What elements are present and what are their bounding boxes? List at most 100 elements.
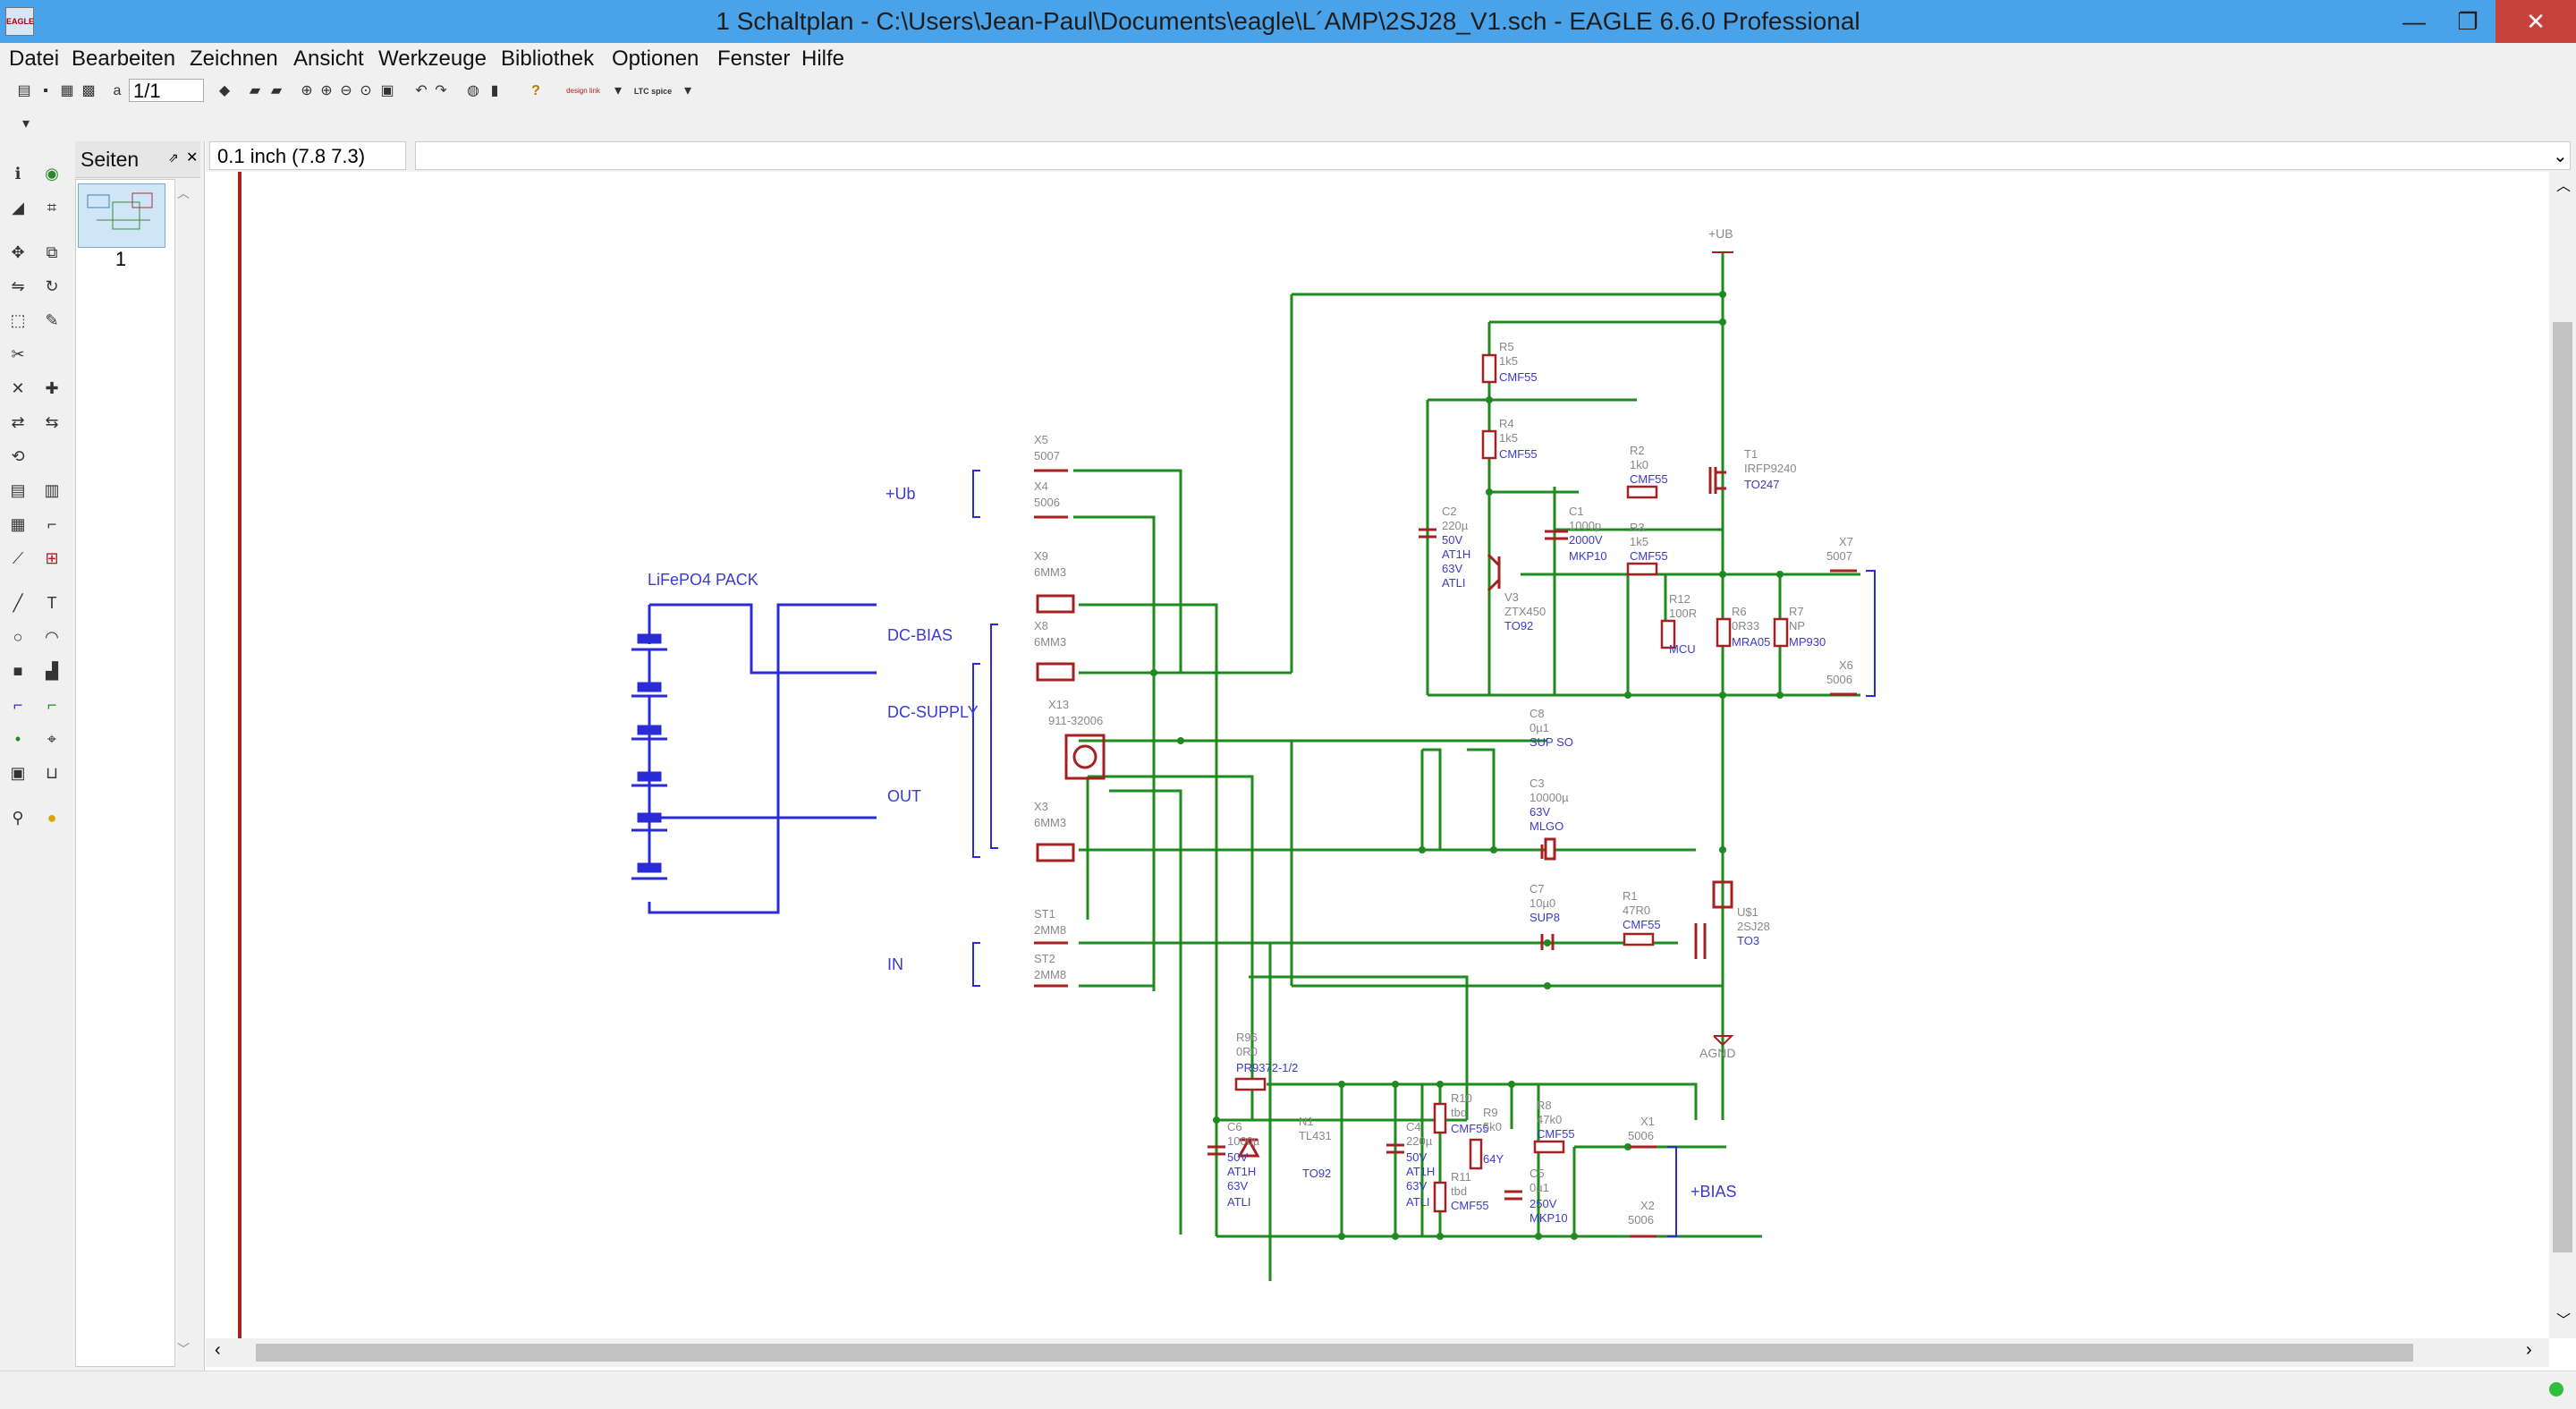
arc-icon[interactable]: ◠	[45, 628, 59, 646]
go-icon[interactable]: ▮	[490, 83, 499, 98]
undo-icon[interactable]: ↶	[415, 83, 428, 98]
horizontal-scroll-thumb[interactable]	[256, 1344, 2413, 1362]
paste-icon[interactable]: ✂	[11, 345, 25, 363]
change-icon[interactable]: ✎	[45, 311, 59, 329]
menu-bibliothek[interactable]: Bibliothek	[501, 47, 595, 71]
display-icon[interactable]: ◢	[12, 199, 24, 216]
show-icon[interactable]: ◉	[45, 165, 59, 182]
redo-icon[interactable]: ↷	[435, 83, 447, 98]
design-link-dropdown-icon[interactable]: ▾	[614, 83, 623, 98]
junction-icon[interactable]: •	[14, 730, 21, 748]
lock-icon[interactable]: a	[113, 83, 122, 98]
erc-icon[interactable]: ⚲	[12, 809, 24, 827]
pages-scroll-up-icon[interactable]: ︿	[177, 186, 190, 200]
schematic-drawing[interactable]: LiFePO4 PACK +Ub DC-BIAS DC-SUPPLY OUT I…	[206, 172, 2549, 1338]
zoom-select-icon[interactable]: ▣	[380, 83, 394, 98]
mirror-icon[interactable]: ⇋	[11, 277, 25, 295]
menu-hilfe[interactable]: Hilfe	[801, 47, 845, 71]
pinswap-icon[interactable]: ⇄	[11, 413, 25, 431]
vertical-scroll-thumb[interactable]	[2553, 322, 2572, 1252]
menu-ansicht[interactable]: Ansicht	[293, 47, 364, 71]
menu-werkzeuge[interactable]: Werkzeuge	[378, 47, 487, 71]
part-n1-value: TL431	[1299, 1129, 1332, 1142]
zoom-out-icon[interactable]: ⊖	[340, 83, 352, 98]
page-thumbnail[interactable]	[78, 183, 165, 248]
horizontal-scrollbar[interactable]: ‹ ›	[206, 1338, 2549, 1367]
menu-datei[interactable]: Datei	[9, 47, 60, 71]
name-icon[interactable]: ▤	[10, 481, 26, 499]
replace-icon[interactable]: ⇆	[45, 413, 59, 431]
bus-icon[interactable]: ⌐	[13, 696, 23, 714]
zoom-in-icon[interactable]: ⊕	[320, 83, 333, 98]
dimension-icon[interactable]: ⊔	[45, 764, 59, 782]
pages-scroll-down-icon[interactable]: ﹀	[177, 1342, 190, 1356]
scroll-right-icon[interactable]: ›	[2526, 1340, 2532, 1360]
miter-icon[interactable]: ⌐	[47, 515, 57, 533]
schematic-icon[interactable]: ▰	[270, 83, 283, 98]
wire-icon[interactable]: ╱	[13, 594, 23, 612]
menu-optionen[interactable]: Optionen	[612, 47, 699, 71]
part-r9-name: R9	[1483, 1106, 1498, 1119]
part-x7-value: 5007	[1826, 549, 1852, 563]
parameter-toolbar: ▾	[0, 107, 2576, 141]
circle-icon[interactable]: ○	[13, 628, 23, 646]
info-icon[interactable]: ℹ	[14, 165, 21, 182]
ltc-spice-icon[interactable]: LTC spice	[633, 87, 673, 96]
schematic-canvas[interactable]: LiFePO4 PACK +Ub DC-BIAS DC-SUPPLY OUT I…	[206, 172, 2549, 1338]
junctions	[1150, 291, 1784, 1240]
scroll-down-icon[interactable]: ﹀	[2556, 1313, 2572, 1328]
zoom-fit-icon[interactable]: ⊕	[301, 83, 313, 98]
cam-icon[interactable]: ▩	[81, 83, 96, 98]
sheet-select[interactable]: 1/1	[129, 79, 204, 102]
move-icon[interactable]: ✥	[11, 243, 25, 261]
command-input[interactable]	[415, 141, 2571, 170]
library-icon[interactable]: ◆	[218, 83, 231, 98]
copy-icon[interactable]: ⧉	[46, 243, 58, 261]
design-link-icon[interactable]: design link	[566, 87, 600, 95]
stop-icon[interactable]: ◍	[467, 83, 479, 98]
print-icon[interactable]: ▦	[60, 83, 74, 98]
close-button[interactable]: ✕	[2496, 0, 2576, 43]
part-r6-value: 0R33	[1732, 619, 1759, 632]
scroll-left-icon[interactable]: ‹	[215, 1340, 221, 1360]
menu-bearbeiten[interactable]: Bearbeiten	[72, 47, 176, 71]
command-history-dropdown-icon[interactable]: ⌄	[2553, 147, 2568, 166]
menu-fenster[interactable]: Fenster	[717, 47, 791, 71]
help-icon[interactable]: ?	[531, 83, 540, 98]
minimize-button[interactable]: —	[2402, 8, 2426, 35]
rect-icon[interactable]: ■	[13, 662, 23, 680]
gateswap-icon[interactable]: ⟲	[11, 447, 25, 465]
group-icon[interactable]: ⬚	[10, 311, 26, 329]
board-icon[interactable]: ▰	[249, 83, 261, 98]
polygon-icon[interactable]: ▟	[46, 662, 58, 680]
mark-icon[interactable]: ⌗	[47, 199, 57, 216]
value-icon[interactable]: ▥	[44, 481, 60, 499]
label-icon[interactable]: ⌖	[47, 730, 57, 748]
attribute-icon[interactable]: ▣	[10, 764, 26, 782]
add-icon[interactable]: ✚	[45, 379, 59, 397]
zoom-redraw-icon[interactable]: ⊙	[360, 83, 372, 98]
net-icon[interactable]: ⌐	[47, 696, 57, 714]
vertical-scrollbar[interactable]: ︿ ﹀	[2549, 172, 2576, 1338]
delete-icon[interactable]: ✕	[11, 379, 25, 397]
text-icon[interactable]: T	[47, 594, 57, 612]
restore-button[interactable]: ❐	[2457, 8, 2479, 35]
part-x8-value: 6MM3	[1034, 635, 1066, 649]
toolbar-dropdown-icon[interactable]: ▾	[21, 116, 30, 132]
errors-icon[interactable]: ●	[47, 809, 57, 827]
part-r3-name: R3	[1630, 521, 1645, 534]
invoke-icon[interactable]: ⊞	[45, 549, 59, 567]
save-icon[interactable]: ▪	[43, 83, 48, 98]
panel-close-icon[interactable]: ✕	[186, 150, 199, 166]
open-icon[interactable]: ▤	[17, 83, 31, 98]
split-icon[interactable]: ⟋	[12, 549, 24, 567]
part-x1-value: 5006	[1628, 1129, 1654, 1142]
part-c4-name: C4	[1406, 1120, 1421, 1133]
scroll-up-icon[interactable]: ︿	[2556, 179, 2572, 194]
eagle-app-icon[interactable]: EAGLE	[5, 7, 34, 36]
menu-zeichnen[interactable]: Zeichnen	[190, 47, 278, 71]
ltc-dropdown-icon[interactable]: ▾	[683, 83, 692, 98]
smash-icon[interactable]: ▦	[10, 515, 26, 533]
rotate-icon[interactable]: ↻	[45, 277, 59, 295]
float-icon[interactable]: ⇗	[168, 150, 179, 165]
